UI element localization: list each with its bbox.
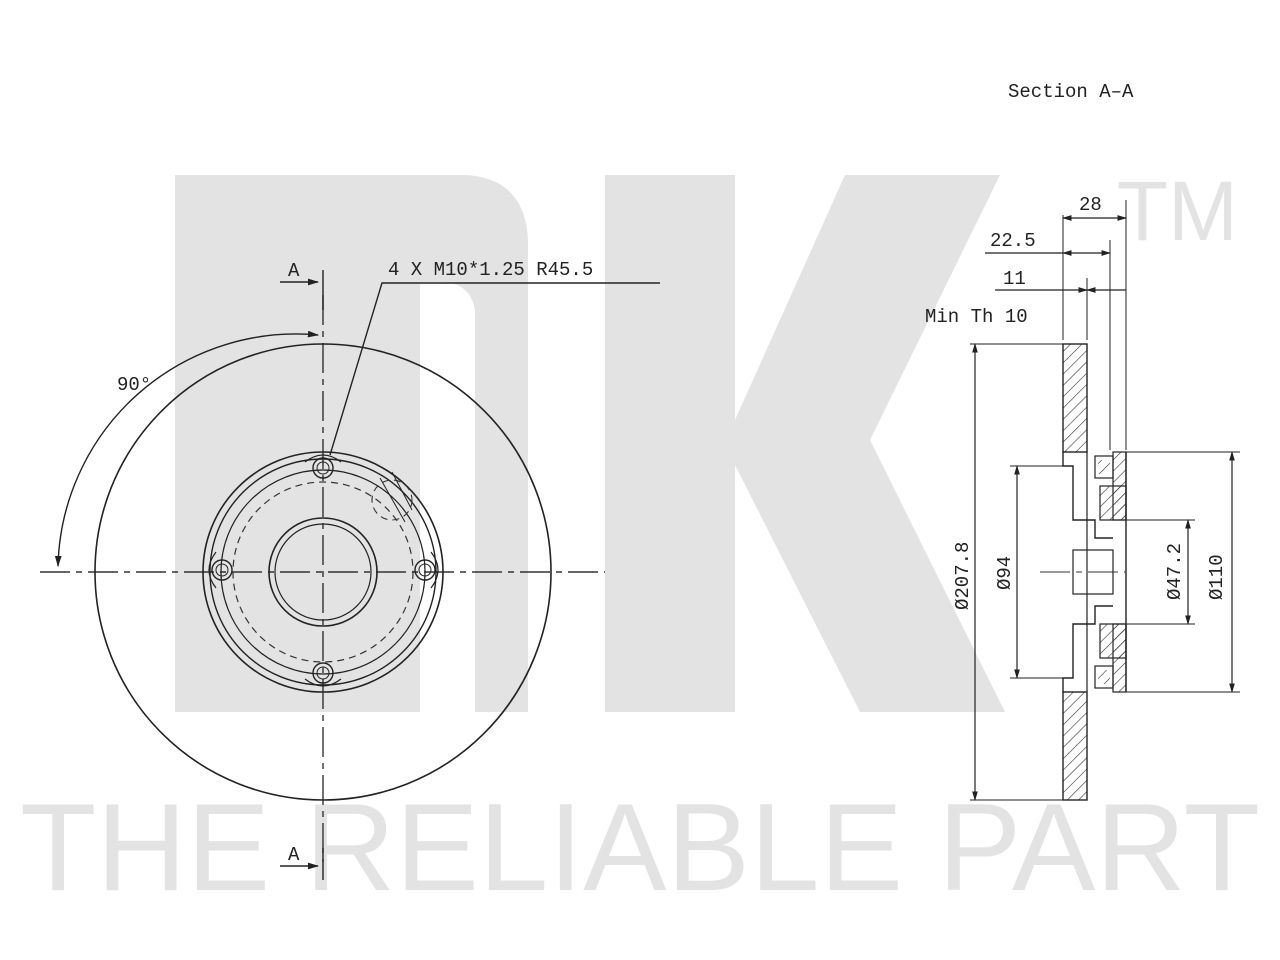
angle-label: 90° — [117, 374, 151, 396]
dim-disc-thickness: 11 — [995, 268, 1126, 340]
hub-upper-block — [1099, 485, 1127, 521]
section-view: Section A–A 28 22.5 — [925, 81, 1240, 801]
bolt-seat-upper-fill — [1098, 460, 1110, 474]
section-marker-top: A — [280, 260, 324, 310]
center-bore-inner — [274, 523, 372, 621]
hat-inner-edge — [209, 458, 437, 686]
dim-center-bore: Ø47.2 — [1113, 519, 1195, 625]
dim-center-bore-label: Ø47.2 — [1164, 543, 1186, 600]
dim-disc-thickness-label: 11 — [1003, 268, 1026, 290]
dim-hat-diameter: Ø110 — [1126, 451, 1240, 693]
nk-logo-watermark — [175, 175, 1005, 712]
hub-lower-block — [1099, 623, 1127, 659]
hat-outer-edge — [202, 451, 444, 693]
nk-logo-letter-k — [605, 175, 1005, 712]
dim-outer-diameter-label: Ø207.8 — [952, 542, 974, 610]
section-title: Section A–A — [1008, 81, 1134, 103]
center-bore-outer — [268, 517, 378, 627]
dim-hat-depth-label: 22.5 — [990, 230, 1036, 252]
friction-ring-lower — [1062, 691, 1088, 801]
dim-total-width-label: 28 — [1079, 194, 1102, 216]
bolt-circle — [232, 481, 414, 663]
locating-pin-hidden — [371, 471, 413, 523]
dim-outer-diameter: Ø207.8 — [952, 343, 1063, 801]
dim-hub-diameter: Ø94 — [994, 465, 1073, 679]
min-thickness-label: Min Th 10 — [925, 306, 1028, 328]
section-marker-bottom: A — [280, 844, 324, 880]
section-letter-top: A — [288, 260, 300, 282]
friction-ring-upper — [1062, 343, 1088, 453]
dim-hat-depth: 22.5 — [985, 230, 1111, 450]
bolt-seat-lower — [1094, 665, 1114, 689]
dim-hat-diameter-label: Ø110 — [1206, 554, 1228, 600]
tagline-watermark: THE RELIABLE PART — [20, 779, 1260, 917]
bolt-spec-callout: 4 X M10*1.25 R45.5 — [329, 259, 660, 456]
trademark-symbol: TM — [1117, 164, 1238, 258]
dim-hub-diameter-label: Ø94 — [994, 556, 1016, 590]
dim-total-width: 28 — [1062, 194, 1127, 450]
hat-step — [220, 469, 426, 675]
bolt-hole-right — [414, 551, 439, 589]
angle-dimension: 90° — [54, 330, 320, 568]
bolt-seat-upper — [1094, 455, 1114, 479]
nk-logo-letter-n — [175, 175, 528, 712]
bolt-seat-lower-fill — [1098, 670, 1110, 684]
front-view: A A 4 X M10*1.25 R45.5 90° — [40, 259, 660, 880]
bolt-spec-label: 4 X M10*1.25 R45.5 — [388, 259, 593, 281]
bolt-hole-bottom — [304, 662, 342, 687]
section-letter-bottom: A — [288, 844, 300, 866]
disc-outer-edge — [94, 343, 552, 801]
